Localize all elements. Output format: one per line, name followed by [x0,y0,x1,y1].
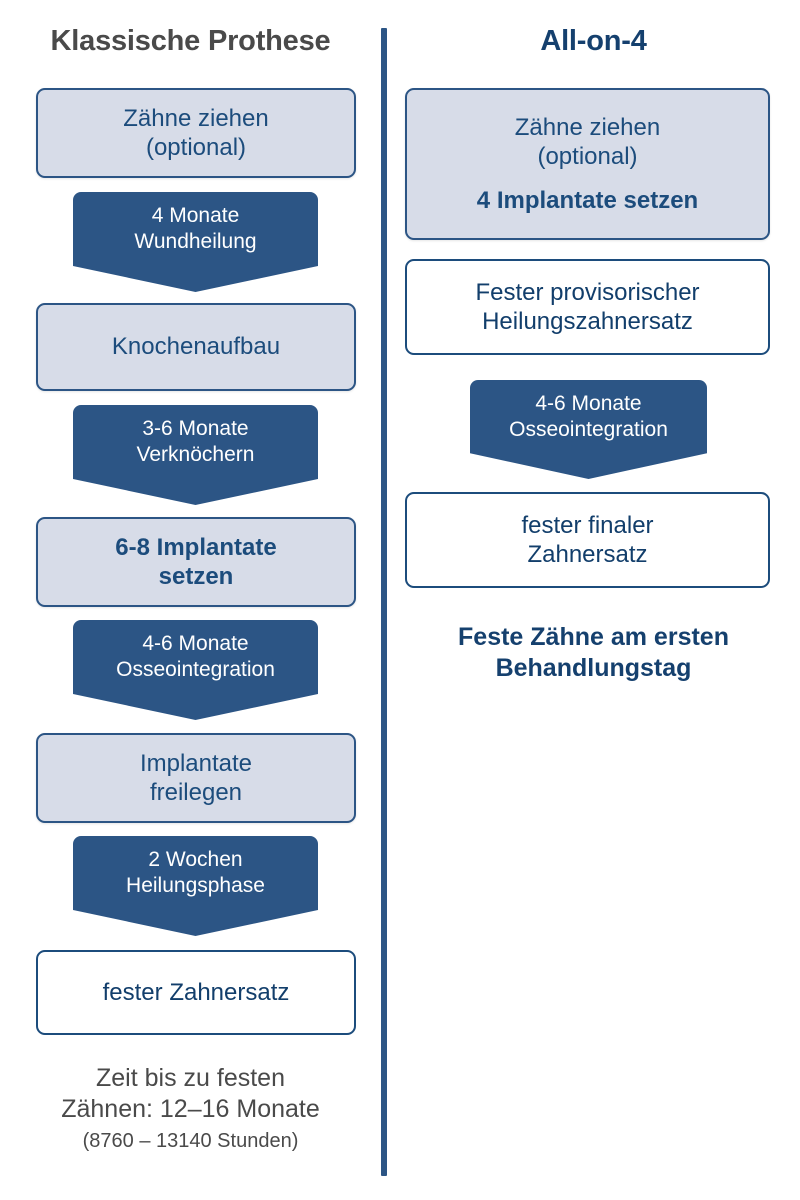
right-step-1-line-2: (optional) [537,143,638,171]
left-step-6-line-1: 4-6 Monate [142,632,249,656]
right-step-2-line-2: Heilungszahnersatz [482,308,693,335]
right-footer-line-2: Behandlungstag [495,654,692,682]
left-step-7-implantate-freilegen: Implantate freilegen [36,733,356,823]
right-step-3-line-1: 4-6 Monate [535,391,642,415]
left-step-8-line-1: 2 Wochen [148,848,243,872]
left-step-8-line-2: Heilungsphase [126,874,265,897]
left-step-4-line-1: 3-6 Monate [142,417,249,441]
left-step-7-line-2: freilegen [149,779,243,806]
left-step-5-implantate-setzen: 6-8 Implantate setzen [36,517,356,607]
right-step-2-line-1: Fester provisorischer [475,278,700,306]
left-step-3-knochenaufbau: Knochenaufbau [36,303,356,391]
column-divider [381,28,387,1176]
left-column-header: Klassische Prothese [50,25,331,57]
left-footer-line-2: Zähnen: 12–16 Monate [61,1095,320,1123]
left-step-1-zaehne-ziehen: Zähne ziehen (optional) [36,88,356,178]
right-step-4-fester-finaler-zahnersatz: fester finaler Zahnersatz [405,492,770,588]
right-column-header: All-on-4 [540,25,647,57]
left-step-1-line-1: Zähne ziehen [123,104,269,132]
left-step-1-line-2: (optional) [145,134,247,161]
left-step-5-line-2: setzen [158,563,234,590]
left-step-5-line-1: 6-8 Implantate [115,533,277,561]
left-step-2-line-1: 4 Monate [151,204,240,228]
right-step-3-osseointegration: 4-6 Monate Osseointegration [470,380,707,479]
right-step-4-line-1: fester finaler [521,511,654,539]
right-footer-caption: Feste Zähne am ersten Behandlungstag [387,622,800,684]
left-step-3-line-1: Knochenaufbau [111,333,281,361]
left-footer-caption: Zeit bis zu festen Zähnen: 12–16 Monate … [0,1063,381,1154]
right-step-2-provisorischer-zahnersatz: Fester provisorischer Heilungszahnersatz [405,259,770,355]
left-step-6-line-2: Osseointegration [116,658,275,681]
right-step-1-line-3: 4 Implantate setzen [476,186,699,214]
left-step-4-line-2: Verknöchern [136,443,255,466]
left-footer-line-1: Zeit bis zu festen [96,1064,285,1092]
right-footer-line-1: Feste Zähne am ersten [458,623,729,651]
right-step-1-line-1: Zähne ziehen [514,114,661,142]
left-step-9-fester-zahnersatz: fester Zahnersatz [36,950,356,1035]
left-step-2-line-2: Wundheilung [134,230,257,253]
right-step-4-line-2: Zahnersatz [527,541,648,568]
left-step-4-verknoechern: 3-6 Monate Verknöchern [73,405,318,505]
left-step-8-heilungsphase: 2 Wochen Heilungsphase [73,836,318,936]
left-step-6-osseointegration: 4-6 Monate Osseointegration [73,620,318,720]
left-step-2-wundheilung: 4 Monate Wundheilung [73,192,318,292]
right-step-1-zaehne-ziehen-implantate: Zähne ziehen (optional) 4 Implantate set… [405,88,770,240]
left-step-9-line-1: fester Zahnersatz [102,978,290,1006]
left-step-7-line-1: Implantate [139,749,253,777]
left-footer-sub: (8760 – 13140 Stunden) [82,1130,299,1152]
right-step-3-line-2: Osseointegration [509,417,668,441]
